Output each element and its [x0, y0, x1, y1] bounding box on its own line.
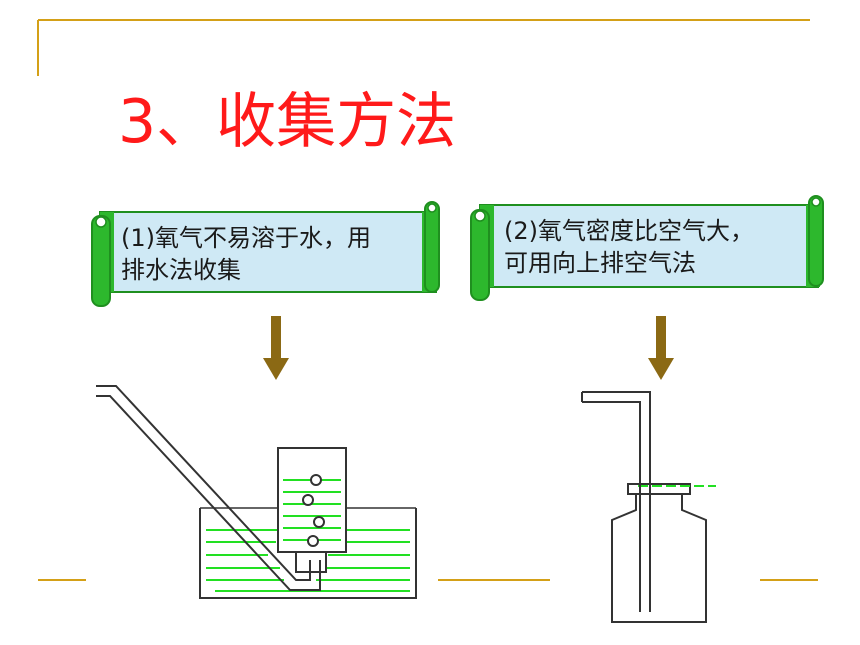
slide-title: 3、收集方法: [118, 87, 457, 157]
scroll-text-left: (1)氧气不易溶于水，用 排水法收集: [121, 222, 371, 286]
down-arrow-right-icon: [648, 316, 674, 380]
scroll-roll-right: [808, 195, 824, 287]
scroll-right-line2: 可用向上排空气法: [504, 249, 696, 277]
down-arrow-left-icon: [263, 316, 289, 380]
scroll-roll-right: [424, 201, 440, 293]
scroll-roll-left: [91, 215, 111, 307]
scroll-text-right: (2)氧气密度比空气大， 可用向上排空气法: [504, 215, 754, 279]
scroll-right-line1: (2)氧气密度比空气大，: [504, 217, 754, 245]
scroll-left-line1: (1)氧气不易溶于水，用: [121, 224, 371, 252]
scroll-roll-left: [470, 209, 490, 301]
scroll-left-line2: 排水法收集: [121, 256, 241, 284]
